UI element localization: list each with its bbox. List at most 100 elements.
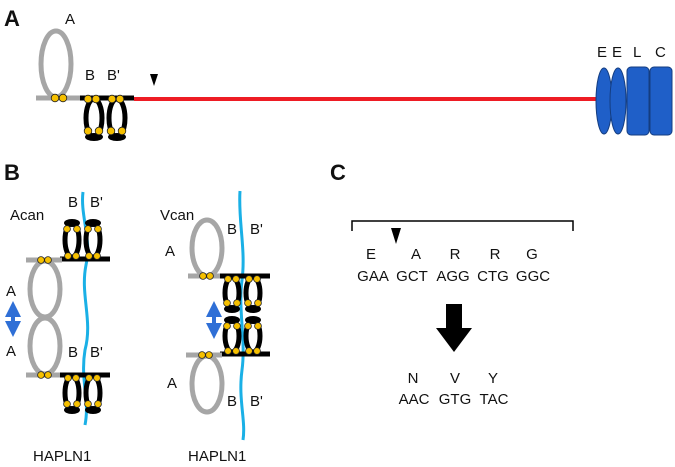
- disulfide-dot: [254, 322, 262, 330]
- disulfide-dot: [224, 347, 232, 355]
- link-foot: [245, 305, 261, 313]
- disulfide-dot: [232, 275, 240, 283]
- disulfide-dot: [253, 275, 261, 283]
- disulfide-dot: [64, 252, 72, 260]
- disulfide-dot: [44, 256, 52, 264]
- disulfide-dot: [198, 351, 206, 359]
- disulfide-dot: [245, 275, 253, 283]
- lectin-domain: [626, 66, 650, 136]
- disulfide-dot: [63, 400, 71, 408]
- loop-b-label: B: [85, 67, 95, 84]
- disulfide-dot: [107, 94, 117, 104]
- aa-residue: E: [366, 246, 376, 263]
- disulfide-dot: [206, 272, 214, 280]
- disulfide-dot: [223, 322, 231, 330]
- aa-residue: R: [450, 246, 461, 263]
- aa-residue: Y: [488, 370, 498, 387]
- panel-b-label: B: [4, 160, 20, 185]
- disulfide-dot: [64, 374, 72, 382]
- egf-domain-2: [609, 67, 627, 135]
- link-foot: [64, 406, 80, 414]
- disulfide-dot: [50, 93, 60, 103]
- disulfide-dot: [245, 347, 253, 355]
- disulfide-dot: [44, 371, 52, 379]
- disulfide-dot: [85, 374, 93, 382]
- codon: GCT: [396, 268, 428, 285]
- disulfide-dot: [93, 252, 101, 260]
- domain-e2-label: E: [612, 44, 622, 61]
- panel-c-sequence: E A R R G GAA GCT AGG CTG GGC N V Y AAC …: [351, 220, 574, 408]
- sequence-bracket: [351, 220, 574, 231]
- disulfide-dot: [244, 299, 252, 307]
- disulfide-dot: [94, 126, 104, 136]
- disulfide-dot: [253, 347, 261, 355]
- domain-e1-label: E: [597, 44, 607, 61]
- codon: AGG: [436, 268, 469, 285]
- codon: GTG: [439, 391, 472, 408]
- aa-residue: R: [490, 246, 501, 263]
- acan-loop-a-upper: [27, 258, 63, 320]
- codon: TAC: [480, 391, 509, 408]
- disulfide-dot: [73, 400, 81, 408]
- link-foot: [85, 406, 101, 414]
- vcan-hapln1-caption: HAPLN1: [188, 448, 246, 465]
- disulfide-dot: [106, 126, 116, 136]
- disulfide-dot: [91, 94, 101, 104]
- acan-bottom-b-label: B: [68, 344, 78, 361]
- disulfide-dot: [244, 322, 252, 330]
- vcan-top-b-label: B: [227, 221, 237, 238]
- link-foot: [245, 316, 261, 324]
- disulfide-dot: [72, 252, 80, 260]
- vcan-top-b-prime-label: B': [250, 221, 263, 238]
- codon: GAA: [357, 268, 389, 285]
- disulfide-dot: [85, 252, 93, 260]
- panel-b-acan-complex: Acan B B' A A: [5, 191, 110, 465]
- loop-b-prime-label: B': [107, 67, 120, 84]
- disulfide-dot: [83, 126, 93, 136]
- vcan-bottom-b-prime-label: B': [250, 393, 263, 410]
- disulfide-dot: [58, 93, 68, 103]
- link-foot: [85, 219, 101, 227]
- codon: CTG: [477, 268, 509, 285]
- acan-a-lower-label: A: [6, 343, 16, 360]
- vcan-bottom-b-label: B: [227, 393, 237, 410]
- disulfide-dot: [233, 299, 241, 307]
- codon: GGC: [516, 268, 550, 285]
- disulfide-dot: [232, 347, 240, 355]
- disulfide-dot: [115, 94, 125, 104]
- disulfide-dot: [83, 94, 93, 104]
- disulfide-dot: [117, 126, 127, 136]
- acan-top-b-prime-label: B': [90, 194, 103, 211]
- panel-a-aggrecan-schematic: A B B' E E L C: [36, 11, 673, 141]
- crp-domain: [649, 66, 673, 136]
- disulfide-dot: [72, 374, 80, 382]
- disulfide-dot: [223, 299, 231, 307]
- aa-residue: G: [526, 246, 538, 263]
- loop-a: [38, 28, 74, 100]
- disulfide-dot: [84, 225, 92, 233]
- vcan-loop-a-lower: [189, 353, 225, 415]
- link-foot: [224, 305, 240, 313]
- disulfide-dot: [84, 400, 92, 408]
- acan-label: Acan: [10, 207, 44, 224]
- panel-c-label: C: [330, 160, 346, 185]
- mutation-down-arrow: [436, 304, 472, 352]
- domain-l-label: L: [633, 44, 641, 61]
- disulfide-dot: [254, 299, 262, 307]
- disulfide-dot: [233, 322, 241, 330]
- panel-a-label: A: [4, 6, 20, 31]
- disulfide-dot: [37, 371, 45, 379]
- vcan-a-upper-label: A: [165, 243, 175, 260]
- link-foot: [224, 316, 240, 324]
- disulfide-dot: [93, 374, 101, 382]
- link-foot: [64, 219, 80, 227]
- hapln1-strand: [238, 190, 246, 441]
- disulfide-dot: [73, 225, 81, 233]
- acan-hapln1-caption: HAPLN1: [33, 448, 91, 465]
- cleavage-site-arrowhead: [150, 74, 158, 86]
- disulfide-dot: [63, 225, 71, 233]
- vcan-a-lower-label: A: [167, 375, 177, 392]
- disulfide-dot: [37, 256, 45, 264]
- aa-residue: A: [411, 246, 421, 263]
